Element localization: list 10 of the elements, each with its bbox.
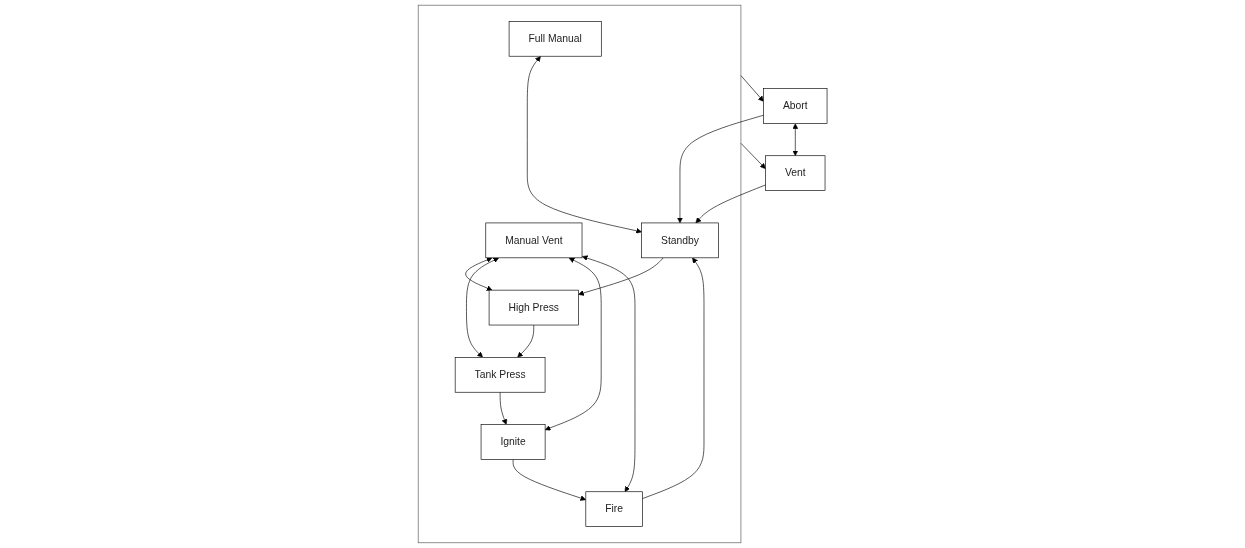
node-box: Abort: [763, 88, 828, 124]
node-box: Tank Press: [454, 357, 546, 393]
node-box: Standby: [641, 222, 719, 259]
node-box: Full Manual: [508, 21, 602, 57]
cluster: [417, 4, 742, 544]
node-box: Fire: [585, 491, 643, 527]
node-box: Ignite: [480, 424, 546, 460]
node-box: Vent: [765, 155, 826, 191]
node-box: Manual Vent: [485, 222, 583, 259]
node-box: High Press: [488, 289, 579, 326]
